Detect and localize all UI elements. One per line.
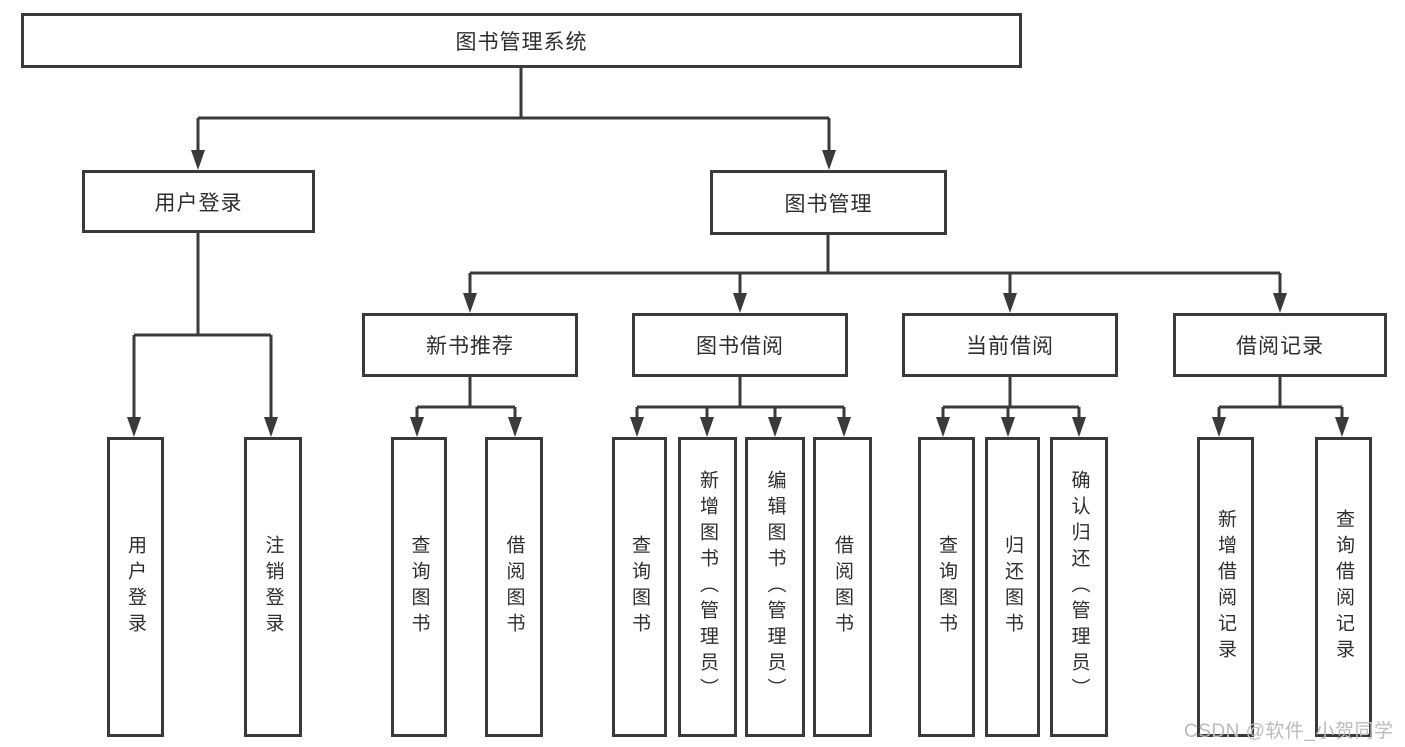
leaf-borrow-edit-book-admin: 编辑图书（管理员） [745, 437, 805, 737]
arrowhead-icon [700, 417, 714, 437]
node-root-system: 图书管理系统 [21, 13, 1022, 68]
leaf-borrow-borrow-book: 借阅图书 [813, 437, 872, 737]
node-new-book-recommend: 新书推荐 [362, 313, 578, 377]
watermark: CSDN @软件_小贺同学 [1184, 721, 1394, 742]
arrowhead-icon [1335, 417, 1349, 437]
arrowhead-icon [463, 293, 477, 313]
connector-root-to-level2 [196, 68, 831, 152]
leaf-current-query-book: 查询图书 [918, 437, 975, 737]
leaf-borrow-query-book: 查询图书 [612, 437, 667, 737]
arrowhead-icon [630, 417, 644, 437]
node-book-borrow: 图书借阅 [632, 313, 848, 377]
arrowhead-icon [264, 417, 278, 437]
leaf-current-confirm-return-admin: 确认归还（管理员） [1050, 437, 1108, 737]
connector-book-mgmt-to-level3 [468, 235, 1282, 295]
node-current-borrow: 当前借阅 [902, 313, 1118, 377]
arrowhead-icon [410, 417, 424, 437]
arrowhead-icon [822, 150, 836, 170]
arrowhead-icon [768, 417, 782, 437]
arrowhead-icon [1273, 293, 1287, 313]
leaf-records-query-record: 查询借阅记录 [1315, 437, 1372, 737]
node-user-login: 用户登录 [82, 170, 315, 233]
arrowhead-icon [1003, 293, 1017, 313]
leaf-current-return-book: 归还图书 [985, 437, 1040, 737]
node-borrow-records: 借阅记录 [1173, 313, 1387, 377]
arrowhead-icon [1072, 417, 1086, 437]
connector-borrow-to-leaves [635, 377, 846, 419]
node-book-management: 图书管理 [710, 170, 947, 235]
arrowhead-icon [191, 150, 205, 170]
arrowhead-icon [733, 293, 747, 313]
leaf-user-login: 用户登录 [107, 437, 164, 737]
arrowhead-icon [127, 417, 141, 437]
connector-recommend-to-leaves [415, 377, 517, 419]
arrowhead-icon [1001, 417, 1015, 437]
arrowhead-icon [936, 417, 950, 437]
leaf-recommend-query-book: 查询图书 [391, 437, 447, 737]
connector-user-login-to-leaves [132, 233, 273, 419]
arrowhead-icon [1212, 417, 1226, 437]
leaf-recommend-borrow-book: 借阅图书 [485, 437, 543, 737]
leaf-borrow-add-book-admin: 新增图书（管理员） [678, 437, 737, 737]
leaf-records-add-record: 新增借阅记录 [1197, 437, 1254, 737]
arrowhead-icon [837, 417, 851, 437]
leaf-logout: 注销登录 [244, 437, 302, 737]
arrowhead-icon [508, 417, 522, 437]
connector-records-to-leaves [1217, 377, 1344, 419]
connector-current-to-leaves [941, 377, 1081, 419]
